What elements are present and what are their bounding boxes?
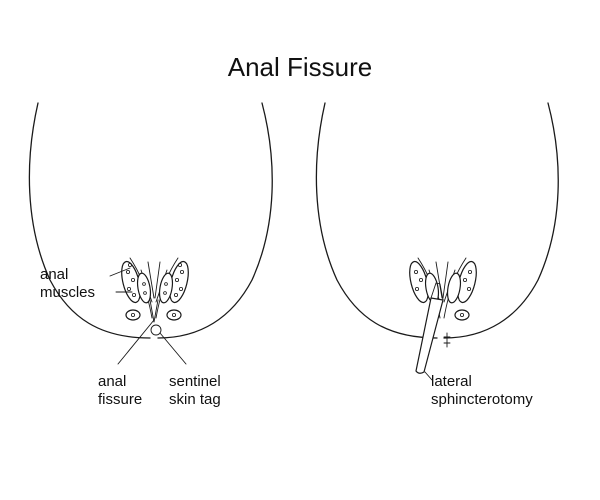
right-buttocks-outline [315, 102, 559, 339]
scalpel-icon [415, 282, 444, 374]
skin-tag-label-line1: sentinel [169, 373, 221, 390]
right-anal-muscles [409, 260, 477, 321]
left-buttocks-outline [28, 102, 273, 339]
sphincterotomy-label-line2: sphincterotomy [431, 391, 533, 408]
incision-stitches [443, 332, 451, 348]
skin-tag-label-line2: skin tag [169, 391, 221, 408]
sentinel-skin-tag [150, 324, 162, 336]
left-leader-lines [109, 267, 187, 365]
diagram-title: Anal Fissure [227, 52, 373, 82]
right-leader-lines [424, 371, 433, 381]
anal-muscles-label-line1: anal [40, 266, 69, 283]
anal-fissure-label-line1: anal [98, 373, 127, 390]
left-anal-muscles [121, 260, 189, 321]
anal-fissure-label-line2: fissure [98, 391, 143, 408]
anal-muscles-label-line2: muscles [40, 284, 96, 301]
sphincterotomy-label-line1: lateral [431, 373, 472, 390]
